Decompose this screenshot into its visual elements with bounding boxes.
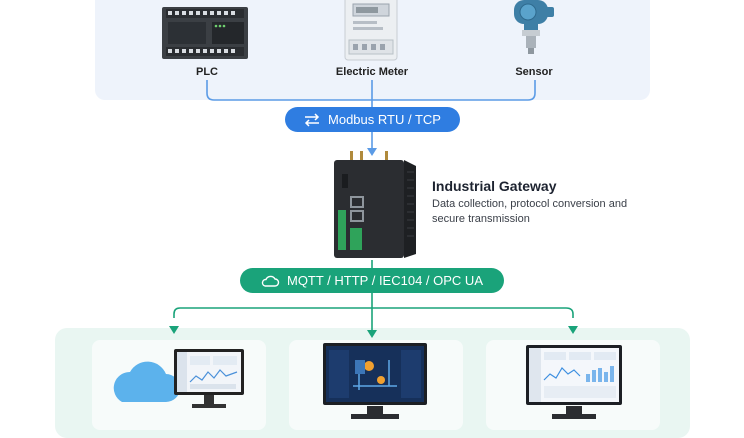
cloud-platform-monitor-icon [113,349,244,408]
plc-connector [206,80,300,101]
electric-meter-label: Electric Meter [335,66,409,78]
destination-card-dashboard [486,340,660,430]
swap-arrows-icon [304,112,320,127]
cloud-outline-icon [261,275,280,287]
distribution-bus [173,307,574,318]
industrial-gateway-icon [334,151,416,258]
uplink-protocol-label: MQTT / HTTP / IEC104 / OPC UA [286,273,483,288]
connector-lines [169,80,578,338]
left-arrowhead [169,326,179,334]
dashboard-monitor-icon [526,345,622,419]
sensor-label: Sensor [515,66,553,78]
plc-label: PLC [196,66,218,78]
plc-icon [162,7,248,59]
scada-monitor-icon [323,343,427,419]
destination-card-cloud [92,340,266,430]
electric-meter-device [343,0,399,62]
pressure-sensor-icon [514,0,554,54]
gateway-title: Industrial Gateway [432,178,557,194]
destination-card-scada [289,340,463,430]
sensor-connector [444,80,536,101]
uplink-protocol-badge: MQTT / HTTP / IEC104 / OPC UA [240,268,504,293]
gateway-description: Data collection, protocol conversion and… [432,198,628,225]
plc-device [160,5,252,60]
industrial-gateway-device [330,150,420,260]
center-arrowhead [367,330,377,338]
electric-meter-icon [344,0,398,61]
sensor-device [506,0,562,62]
field-protocol-label: Modbus RTU / TCP [328,112,441,127]
field-protocol-badge: Modbus RTU / TCP [285,107,460,132]
right-arrowhead [568,326,578,334]
gateway-arrowhead [367,148,377,156]
